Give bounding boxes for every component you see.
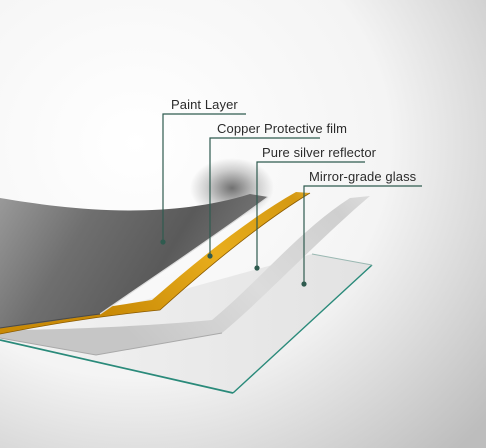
leader-dots <box>160 239 307 287</box>
label-silver-reflector: Pure silver reflector <box>262 145 377 160</box>
glass-edge-front <box>0 339 234 394</box>
paint-layer-front-edge <box>0 313 101 329</box>
leader-lines <box>162 113 422 284</box>
glass-edge-side <box>232 264 373 394</box>
paint-layer <box>0 194 268 328</box>
paint-layer-edge <box>99 196 269 315</box>
glass-edge-back <box>311 253 373 266</box>
label-paint-layer: Paint Layer <box>171 97 238 112</box>
dot-glass <box>301 281 307 287</box>
copper-edge <box>0 192 311 335</box>
leader-paint <box>162 113 246 242</box>
label-copper-film: Copper Protective film <box>217 121 348 136</box>
silver-reflector <box>0 196 370 355</box>
dot-copper <box>207 253 213 259</box>
dot-paint <box>160 239 166 245</box>
leader-glass <box>303 185 422 284</box>
label-mirror-glass: Mirror-grade glass <box>309 169 417 184</box>
leader-copper <box>209 137 320 256</box>
silver-edge <box>0 332 223 356</box>
dot-silver <box>254 265 260 271</box>
leader-silver <box>256 161 365 268</box>
